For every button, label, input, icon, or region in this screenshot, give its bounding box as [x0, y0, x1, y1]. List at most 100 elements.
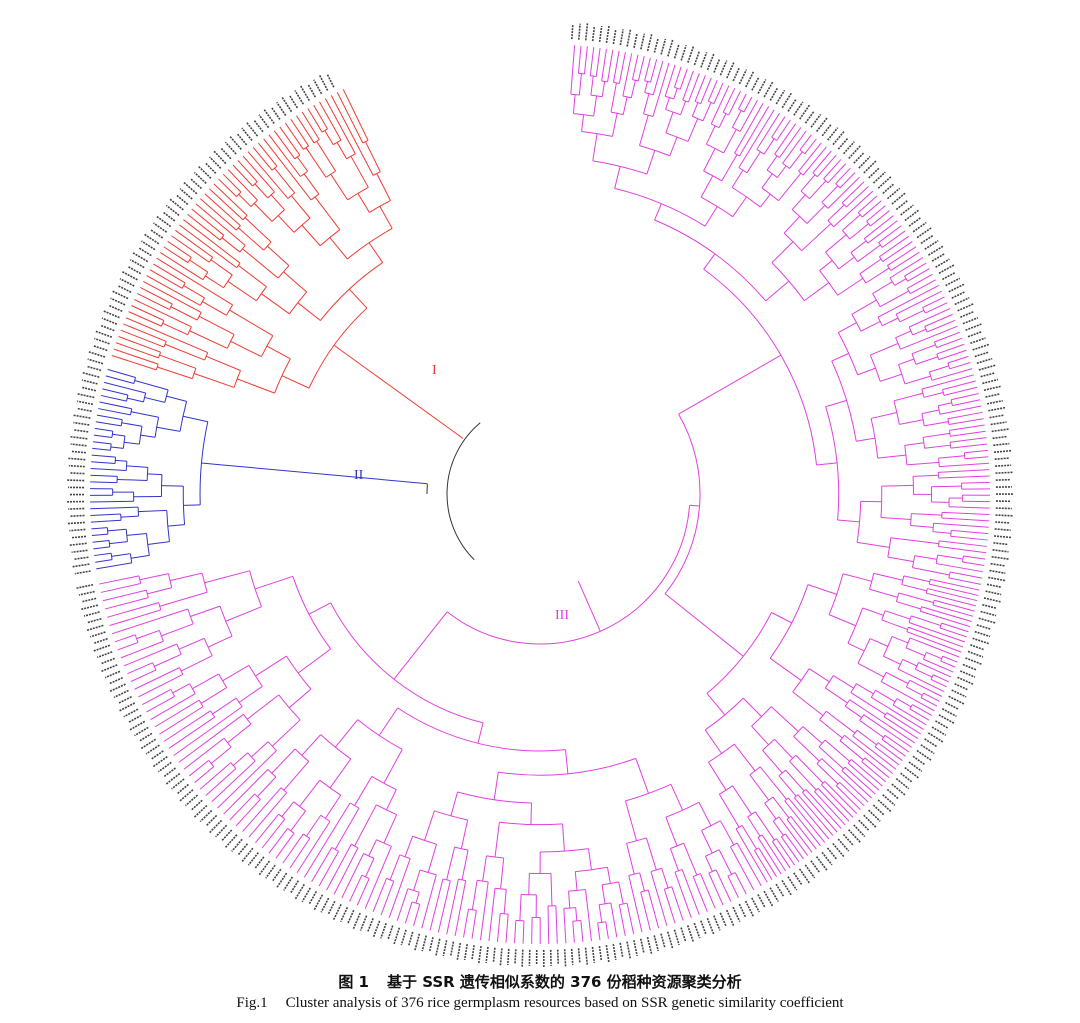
- leaf-branch: [92, 447, 111, 451]
- dendrogram-stem: [771, 612, 792, 624]
- dendrogram-stem: [911, 615, 941, 627]
- leaf-branch: [563, 908, 567, 944]
- leaf-branch: [844, 734, 893, 774]
- dendrogram-node-arc: [764, 796, 774, 804]
- dendrogram-node-arc: [861, 757, 866, 763]
- leaf-branch: [505, 914, 509, 943]
- leaf-label-mark: [732, 67, 740, 82]
- leaf-label-mark: [680, 44, 687, 61]
- dendrogram-stem: [885, 671, 909, 685]
- leaf-branch: [922, 296, 945, 309]
- dendrogram-stem: [673, 88, 678, 100]
- dendrogram-node-arc: [665, 109, 681, 116]
- leaf-branch: [396, 888, 409, 921]
- dendrogram-node-arc: [909, 704, 913, 710]
- leaf-label-mark: [138, 247, 152, 257]
- leaf-label-mark: [744, 900, 755, 918]
- leaf-label-mark: [646, 33, 653, 52]
- dendrogram-node-arc: [568, 889, 586, 892]
- dendrogram-stem: [857, 244, 881, 263]
- dendrogram-node-arc: [665, 132, 689, 142]
- leaf-branch: [933, 522, 989, 528]
- leaf-label-mark: [68, 542, 87, 547]
- dendrogram-stem: [357, 193, 370, 213]
- leaf-label-mark: [994, 528, 1011, 532]
- dendrogram-node-arc: [300, 170, 308, 177]
- dendrogram-stem: [731, 169, 744, 188]
- leaf-branch: [921, 606, 972, 622]
- dendrogram-stem: [850, 692, 886, 716]
- dendrogram-stem: [912, 567, 950, 576]
- dendrogram-stem: [702, 102, 712, 122]
- leaf-label-mark: [421, 935, 427, 952]
- dendrogram-node-arc: [792, 668, 810, 693]
- leaf-label-mark: [988, 576, 1007, 582]
- dendrogram-node-arc: [856, 501, 862, 543]
- leaf-label-mark: [94, 637, 108, 644]
- leaf-label-mark: [110, 297, 126, 306]
- leaf-label-mark: [660, 38, 667, 55]
- leaf-label-mark: [571, 25, 574, 40]
- leaf-branch: [92, 539, 110, 543]
- leaf-branch: [861, 761, 887, 783]
- dendrogram-stem: [134, 380, 169, 391]
- dendrogram-node-arc: [412, 835, 437, 845]
- dendrogram-stem: [333, 344, 366, 369]
- leaf-branch: [175, 229, 214, 258]
- leaf-label-mark: [945, 277, 961, 287]
- leaf-branch: [821, 758, 869, 803]
- cluster-II-trunk: [221, 464, 428, 485]
- leaf-branch: [200, 198, 237, 231]
- leaf-branch: [950, 443, 988, 449]
- leaf-branch: [650, 59, 658, 83]
- leaf-branch: [753, 850, 773, 880]
- dendrogram-node-arc: [895, 337, 901, 350]
- dendrogram-node-arc: [821, 781, 826, 786]
- leaf-label-mark: [908, 761, 923, 773]
- leaf-label-mark: [70, 514, 85, 517]
- dendrogram-stem: [329, 758, 352, 789]
- leaf-label-mark: [591, 27, 596, 42]
- leaf-branch: [628, 875, 643, 933]
- dendrogram-stem: [704, 855, 713, 872]
- leaf-branch: [296, 115, 315, 144]
- leaf-label-mark: [842, 141, 855, 155]
- leaf-label-mark: [799, 103, 811, 120]
- dendrogram-stem: [303, 173, 320, 195]
- dendrogram-node-arc: [138, 426, 143, 445]
- leaf-branch: [912, 704, 932, 716]
- dendrogram-stem: [665, 816, 678, 847]
- leaf-branch: [761, 834, 787, 872]
- dendrogram-node-arc: [226, 304, 234, 316]
- leaf-label-mark: [995, 471, 1014, 474]
- leaf-branch: [892, 704, 927, 726]
- leaf-label-mark: [118, 696, 132, 704]
- leaf-branch: [626, 903, 635, 935]
- leaf-branch: [199, 762, 232, 790]
- leaf-label-mark: [986, 399, 1003, 405]
- dendrogram-node-arc: [919, 606, 923, 612]
- leaf-branch: [589, 47, 595, 76]
- dendrogram-stem: [271, 748, 296, 774]
- dendrogram-node-arc: [277, 265, 290, 279]
- leaf-label-mark: [872, 171, 886, 184]
- leaf-branch: [936, 343, 965, 355]
- leaf-label-mark: [991, 555, 1010, 561]
- leaf-branch: [936, 337, 963, 349]
- dendrogram-stem: [167, 524, 185, 527]
- dendrogram-node-arc: [361, 874, 370, 879]
- dendrogram-stem: [204, 570, 250, 584]
- leaf-branch: [932, 604, 974, 617]
- dendrogram-stem: [905, 647, 926, 657]
- leaf-branch: [736, 842, 762, 887]
- leaf-branch: [237, 160, 258, 183]
- leaf-branch: [926, 319, 956, 333]
- dendrogram-stem: [911, 344, 936, 355]
- leaf-label-mark: [653, 935, 660, 952]
- dendrogram-stem: [205, 355, 241, 371]
- leaf-label-mark: [986, 583, 1001, 588]
- leaf-branch: [920, 610, 971, 628]
- dendrogram-stem: [159, 591, 208, 607]
- leaf-branch: [631, 54, 639, 80]
- leaf-branch: [463, 908, 469, 938]
